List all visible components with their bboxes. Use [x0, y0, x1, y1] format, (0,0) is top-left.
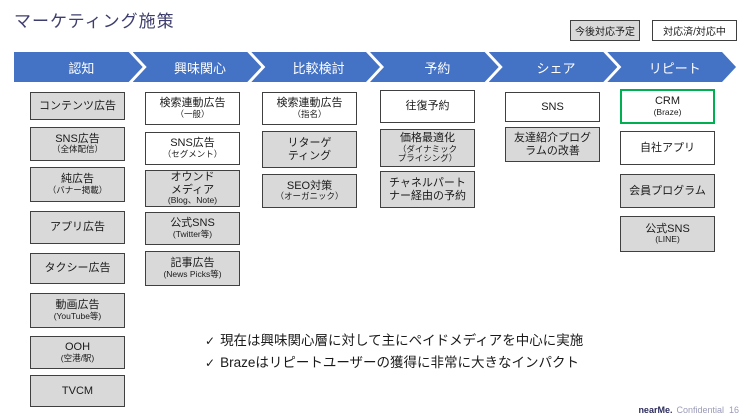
check-icon: ✓ [205, 355, 216, 370]
funnel-stage-comparison: 比較検討 [251, 52, 380, 82]
tactic-box: SNS広告 （全体配信） [30, 127, 125, 161]
funnel-stage-awareness: 認知 [14, 52, 143, 82]
tactic-label: 検索連動広告 [276, 97, 343, 110]
tactic-box: アプリ広告 [30, 211, 125, 244]
tactic-sublabel: (空港/駅) [60, 352, 95, 363]
tactic-label: 価格最適化 [400, 131, 455, 144]
tactic-box: 友達紹介プログ ラムの改善 [505, 127, 600, 162]
tactic-label: 友達紹介プログ ラムの改善 [514, 131, 591, 157]
note-item: ✓ Brazeはリピートユーザーの獲得に非常に大きなインパクト [205, 352, 583, 374]
tactic-box: 記事広告 (News Picks等) [145, 251, 240, 286]
footer-confidential: Confidential [676, 405, 724, 415]
slide-footer: nearMe.Confidential 16 [638, 405, 739, 415]
tactic-label: アプリ広告 [50, 221, 105, 234]
tactic-box: SNS [505, 92, 600, 122]
tactic-label: OOH [64, 341, 91, 354]
tactic-box: 往復予約 [380, 90, 475, 123]
tactic-sublabel: （一般） [175, 108, 210, 119]
tactic-label: 会員プログラム [629, 184, 706, 197]
tactic-label: CRM [654, 95, 681, 108]
tactic-sublabel: （全体配信） [51, 144, 103, 155]
tactic-box: 公式SNS (LINE) [620, 216, 715, 252]
tactic-label: リターゲ ティング [287, 136, 332, 162]
tactic-label: 動画広告 [55, 299, 100, 312]
tactic-box: 動画広告 (YouTube等) [30, 293, 125, 328]
check-icon: ✓ [205, 334, 216, 348]
tactic-label: 検索連動広告 [159, 97, 226, 110]
tactic-label: 純広告 [61, 173, 94, 186]
tactic-sublabel: （バナー掲載） [47, 184, 108, 195]
tactic-label: チャネルパート ナー経由の予約 [389, 176, 466, 202]
tactic-sublabel: (Braze) [653, 106, 682, 117]
tactic-sublabel: (YouTube等) [53, 310, 102, 321]
funnel-stage-share: シェア [489, 52, 618, 82]
tactic-box: 純広告 （バナー掲載） [30, 167, 125, 202]
tactic-box: コンテンツ広告 [30, 92, 125, 120]
notes-block: ✓ 現在は興味関心層に対して主にペイドメディアを中心に実施 ✓ Brazeはリピ… [205, 330, 583, 373]
tactic-label: SNS [541, 100, 564, 113]
note-text: 現在は興味関心層に対して主にペイドメディアを中心に実施 [220, 333, 584, 348]
tactic-sublabel: （セグメント） [162, 148, 223, 159]
note-text: Brazeはリピートユーザーの獲得に非常に大きなインパクト [220, 354, 580, 370]
funnel-stage-repeat: リピート [607, 52, 736, 82]
funnel-stage-interest: 興味関心 [133, 52, 262, 82]
tactic-box: リターゲ ティング [262, 131, 357, 168]
tactic-label: SEO対策 [286, 179, 333, 192]
tactic-sublabel: （指名） [292, 108, 327, 119]
tactic-label: コンテンツ広告 [39, 99, 116, 112]
tactic-box: チャネルパート ナー経由の予約 [380, 171, 475, 208]
tactic-label: 自社アプリ [640, 141, 695, 154]
legend-planned: 今後対応予定 [570, 20, 640, 41]
tactic-box-crm-braze: CRM (Braze) [620, 89, 715, 124]
tactic-box: 価格最適化 （ダイナミック プライシング） [380, 129, 475, 167]
tactic-label: SNS広告 [55, 132, 100, 145]
tactic-label: TVCM [61, 384, 94, 397]
legend-done: 対応済/対応中 [652, 20, 737, 41]
tactic-box: OOH (空港/駅) [30, 336, 125, 369]
tactic-box: 自社アプリ [620, 131, 715, 165]
tactic-box: TVCM [30, 375, 125, 407]
footer-page-number: 16 [728, 405, 739, 415]
tactic-sublabel: (Twitter等) [172, 228, 213, 239]
tactic-sublabel: (LINE) [655, 234, 680, 245]
tactic-label: 往復予約 [405, 100, 450, 113]
tactic-sublabel: (Blog、Note) [167, 195, 218, 206]
tactic-label: 公式SNS [645, 222, 690, 235]
tactic-box: タクシー広告 [30, 253, 125, 284]
tactic-box: SNS広告 （セグメント） [145, 132, 240, 165]
tactic-box: 検索連動広告 （指名） [262, 92, 357, 125]
page-title: マーケティング施策 [14, 12, 175, 31]
tactic-label: 公式SNS [170, 217, 215, 230]
footer-brand: nearMe. [638, 405, 673, 415]
tactic-box: オウンド メディア (Blog、Note) [145, 170, 240, 207]
funnel-stage-reservation: 予約 [370, 52, 499, 82]
tactic-box: 会員プログラム [620, 174, 715, 208]
tactic-label: オウンド メディア [170, 170, 215, 196]
tactic-box: 検索連動広告 （一般） [145, 92, 240, 125]
tactic-label: SNS広告 [170, 137, 215, 150]
tactic-label: タクシー広告 [44, 262, 111, 275]
tactic-box: 公式SNS (Twitter等) [145, 212, 240, 245]
tactic-sublabel: (News Picks等) [163, 268, 222, 279]
note-item: ✓ 現在は興味関心層に対して主にペイドメディアを中心に実施 [205, 330, 583, 352]
funnel-bar: 認知 興味関心 比較検討 予約 シェア リピート [14, 52, 736, 82]
tactic-sublabel: （オーガニック） [275, 191, 344, 202]
tactic-label: 記事広告 [170, 257, 215, 270]
tactic-sublabel: （ダイナミック プライシング） [397, 143, 458, 164]
tactic-box: SEO対策 （オーガニック） [262, 174, 357, 208]
